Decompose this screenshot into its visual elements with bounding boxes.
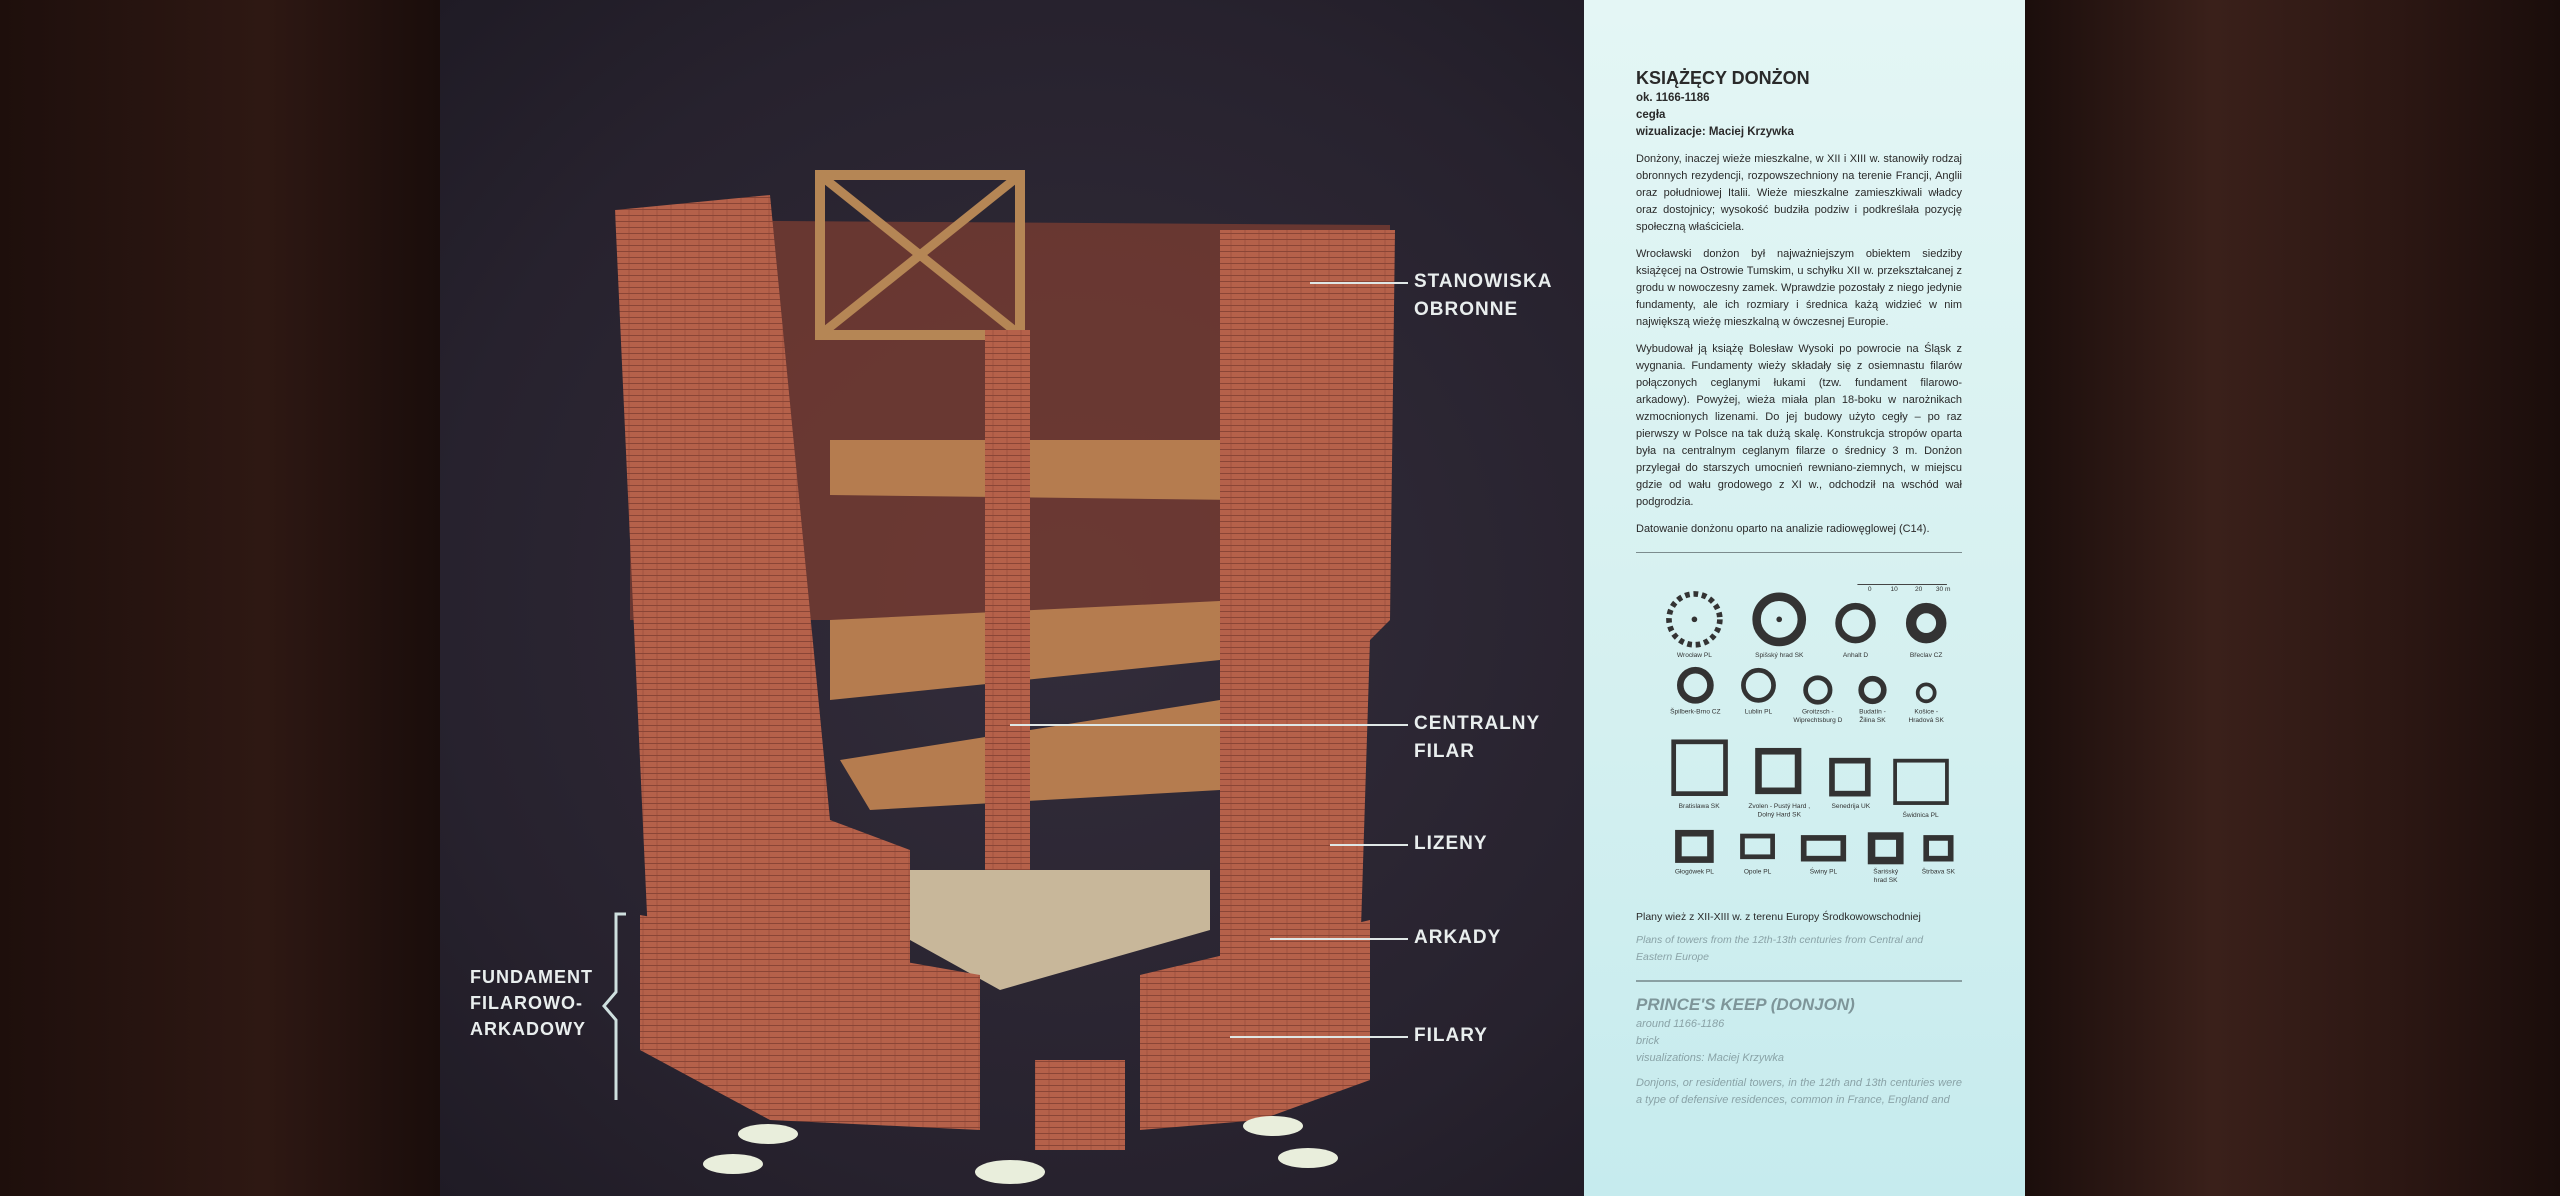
credit: wizualizacje: Maciej Krzywka: [1636, 126, 1794, 138]
scale-bar: 0 10 20 30 m: [1857, 584, 1951, 593]
title-en: PRINCE'S KEEP (DONJON): [1636, 995, 1855, 1014]
panel-title: KSIĄŻĘCY DONŻON: [1636, 68, 1810, 88]
leader-line: [1330, 844, 1408, 846]
plans-caption: Plany wież z XII-XIII w. z terenu Europy…: [1636, 911, 1921, 923]
plan-label-line: Košice -: [1914, 709, 1938, 716]
label-line: FUNDAMENT: [470, 967, 593, 987]
label-line: FILAROWO-: [470, 993, 583, 1013]
credit-en: visualizations: Maciej Krzywka: [1636, 1052, 1784, 1064]
leader-line: [1310, 282, 1408, 284]
label-piers: FILARY: [1414, 1025, 1488, 1046]
leader-line: [1230, 1036, 1408, 1038]
plans-caption-en: Plans of towers from the 12th-13th centu…: [1636, 934, 1924, 963]
plan-label-line: Zvolen - Pustý Hard ,: [1748, 803, 1810, 810]
foundation-pier: [1035, 1060, 1125, 1150]
label-line: ARKADOWY: [470, 1019, 586, 1039]
label-line: STANOWISKA: [1414, 271, 1553, 292]
ground-lights: [703, 1116, 1338, 1184]
plan-label: Świny PL: [1810, 867, 1838, 876]
truss-beam: [817, 171, 1023, 339]
plan-label-line: Groitzsch -: [1802, 709, 1834, 716]
roof-truss: [815, 170, 1025, 340]
tower-right-wall: [1220, 230, 1395, 960]
divider: [1636, 980, 1962, 982]
tower-left-wall: [615, 195, 910, 990]
wall-left: [0, 0, 440, 1196]
foundation-arcades-left: [640, 915, 980, 1130]
plan-label: Senedrija UK: [1831, 803, 1870, 810]
label-foundation: FUNDAMENT FILAROWO- ARKADOWY: [470, 964, 593, 1042]
leader-line: [1270, 938, 1408, 940]
floors: [830, 440, 1270, 810]
plan-label: Głogówek PL: [1675, 869, 1714, 876]
plan-label-line: Wiprechtsburg D: [1793, 717, 1842, 724]
scale-tick: 10: [1890, 586, 1898, 593]
paragraph: Wybudował ją książę Bolesław Wysoki po p…: [1636, 343, 1962, 508]
plan-label: Świdnica PL: [1902, 810, 1939, 819]
scale-tick: 30 m: [1936, 586, 1951, 593]
plan-label: Bratislawa SK: [1679, 803, 1721, 810]
plan-label-line: Dolný Hard SK: [1757, 811, 1801, 818]
info-panel: [1584, 0, 2025, 1196]
leader-line: [1010, 724, 1408, 726]
material-en: brick: [1636, 1035, 1660, 1047]
brace: [602, 912, 626, 1100]
plan-label: Opole PL: [1744, 869, 1772, 876]
scale-tick: 0: [1868, 586, 1872, 593]
plan-label-line: hrad SK: [1874, 877, 1898, 884]
label-defensive-positions: STANOWISKA OBRONNE: [1414, 268, 1552, 324]
plan-label-line: Šariśský: [1873, 867, 1899, 876]
wall-right: [2025, 0, 2560, 1196]
tower-plans: 0 10 20 30 m Wrocław PL Spišský hrad SK Anhal…: [1666, 584, 1956, 884]
plan-label: Wrocław PL: [1677, 652, 1712, 659]
label-lesenes: LIZENY: [1414, 833, 1488, 854]
plan-label: Břeclav CZ: [1910, 652, 1943, 659]
plan-label: Groitzsch -Wiprechtsburg D: [1793, 709, 1842, 724]
scale-tick: 20: [1915, 586, 1923, 593]
date: ok. 1166-1186: [1636, 92, 1710, 104]
material: cegła: [1636, 109, 1666, 121]
plan-label-line: Hradová SK: [1908, 717, 1944, 724]
label-line: CENTRALNY: [1414, 713, 1541, 734]
paragraph: Wrocławski donżon był najważniejszym obi…: [1636, 248, 1962, 328]
date-en: around 1166-1186: [1636, 1018, 1725, 1030]
plan-label: Špilberk-Brno CZ: [1670, 707, 1720, 716]
plan-label: Budatín -Žilina SK: [1859, 709, 1886, 724]
paragraph: Datowanie donżonu oparto na analizie rad…: [1636, 523, 1930, 535]
panel-meta: ok. 1166-1186 cegła wizualizacje: Maciej K…: [1636, 90, 1962, 141]
label-line: FILAR: [1414, 741, 1475, 762]
divider: [1636, 552, 1962, 553]
tower-illustration: [615, 170, 1395, 1184]
plan-label-line: Žilina SK: [1859, 715, 1886, 724]
paragraph-en: Donjons, or residential towers, in the 1…: [1636, 1077, 1962, 1106]
plan-label: Lublin PL: [1745, 709, 1773, 716]
info-panel-text: KSIĄŻĘCY DONŻON ok. 1166-1186 cegła wizual…: [1636, 66, 1962, 1119]
label-arcades: ARKADY: [1414, 927, 1502, 948]
paragraph: Donżony, inaczej wieże mieszkalne, w XII…: [1636, 153, 1962, 233]
plan-label: Anhalt D: [1843, 652, 1868, 659]
plan-label: Štrbava SK: [1922, 867, 1956, 876]
label-line: OBRONNE: [1414, 299, 1519, 320]
central-pillar: [985, 330, 1030, 870]
plan-label: Zvolen - Pustý Hard ,Dolný Hard SK: [1748, 803, 1810, 818]
plan-label-line: Budatín -: [1859, 709, 1886, 716]
plan-label: Košice -Hradová SK: [1908, 709, 1944, 724]
meta-en: around 1166-1186 brick visualizations: Mac…: [1636, 1016, 1962, 1067]
plan-label: Spišský hrad SK: [1755, 652, 1804, 659]
label-central-pillar: CENTRALNY FILAR: [1414, 710, 1540, 766]
floor-cone: [910, 870, 1210, 990]
foundation-arcades-right: [1140, 920, 1370, 1130]
